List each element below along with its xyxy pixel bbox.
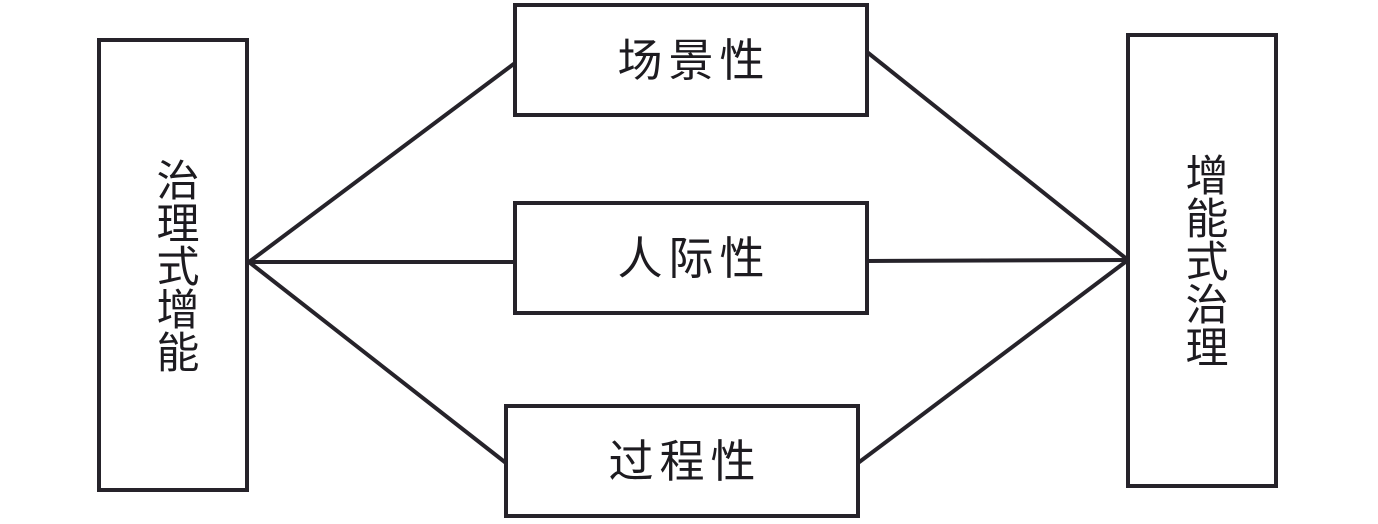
node-source-governance-empowerment[interactable]: 治理式增能 xyxy=(97,38,249,492)
node-mediator-process-label: 过程性 xyxy=(608,434,762,488)
node-target-empowerment-governance[interactable]: 增能式治理 xyxy=(1126,33,1278,488)
edge-process-to-target xyxy=(856,258,1130,465)
node-target-label: 增能式治理 xyxy=(1177,153,1228,368)
node-mediator-scene-label: 场景性 xyxy=(617,33,771,87)
edge-interp-to-target xyxy=(866,258,1129,263)
node-source-label: 治理式增能 xyxy=(148,157,199,373)
node-mediator-scene[interactable]: 场景性 xyxy=(513,3,869,117)
node-mediator-process[interactable]: 过程性 xyxy=(504,404,860,518)
node-mediator-interpersonal[interactable]: 人际性 xyxy=(513,201,869,315)
edge-source-to-process xyxy=(247,260,508,465)
edge-source-to-scene xyxy=(247,61,517,264)
edge-scene-to-target xyxy=(865,50,1130,262)
node-mediator-interpersonal-label: 人际性 xyxy=(617,231,771,285)
